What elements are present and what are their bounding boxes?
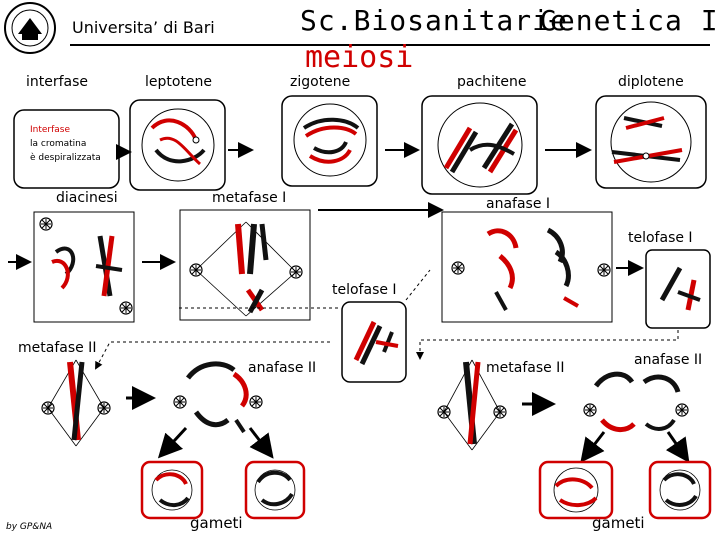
- label-metafase2-right: metafase II: [486, 360, 565, 376]
- cell-pachitene: [421, 95, 538, 195]
- credit: by GP&NA: [6, 522, 53, 532]
- label-diplotene: diplotene: [618, 74, 684, 90]
- label-gameti-left: gameti: [190, 514, 243, 532]
- cell-zigotene: [281, 95, 378, 187]
- cell-interfase: Interfase la cromatina è despiralizzata: [13, 109, 120, 189]
- cell-anafase1: [441, 211, 613, 323]
- cell-metafase2-left: [41, 359, 111, 447]
- gamete-left-2: [244, 460, 306, 520]
- svg-text:Interfase: Interfase: [30, 125, 70, 135]
- label-anafase2-left: anafase II: [248, 360, 317, 376]
- cell-telofase1-center: [341, 301, 407, 383]
- gamete-left-1: [140, 460, 204, 520]
- cell-diplotene: [595, 95, 707, 189]
- cell-anafase2-left: [173, 361, 263, 434]
- cell-leptotene: [129, 99, 226, 191]
- label-telofase1-right: telofase I: [628, 230, 693, 246]
- university-name: Universita’ di Bari: [72, 18, 215, 37]
- label-anafase2-right: anafase II: [634, 352, 703, 368]
- gamete-right-2: [648, 460, 712, 520]
- label-interfase: interfase: [26, 74, 89, 90]
- label-metafase2-left: metafase II: [18, 340, 97, 356]
- label-telofase1-center: telofase I: [332, 282, 397, 298]
- label-diacinesi: diacinesi: [56, 190, 118, 206]
- label-zigotene: zigotene: [290, 74, 351, 90]
- cell-metafase2-right: [437, 359, 507, 451]
- cell-diacinesi: [33, 211, 135, 323]
- label-metafase1: metafase I: [212, 190, 287, 206]
- gamete-right-1: [538, 460, 614, 520]
- cell-metafase1: [179, 209, 311, 321]
- subject-title: Genetica I: [540, 4, 719, 37]
- svg-text:è despiralizzata: è despiralizzata: [30, 152, 101, 163]
- cell-anafase2-right: [583, 371, 689, 432]
- svg-text:la cromatina: la cromatina: [30, 139, 86, 149]
- cell-telofase1-right: [645, 249, 711, 329]
- label-leptotene: leptotene: [145, 74, 213, 90]
- label-anafase1: anafase I: [486, 196, 551, 212]
- topic-title: meiosi: [305, 40, 414, 75]
- university-logo: [4, 2, 56, 54]
- course-title: Sc.Biosanitarie: [300, 4, 568, 37]
- label-pachitene: pachitene: [457, 74, 527, 90]
- header-underline: [70, 44, 710, 46]
